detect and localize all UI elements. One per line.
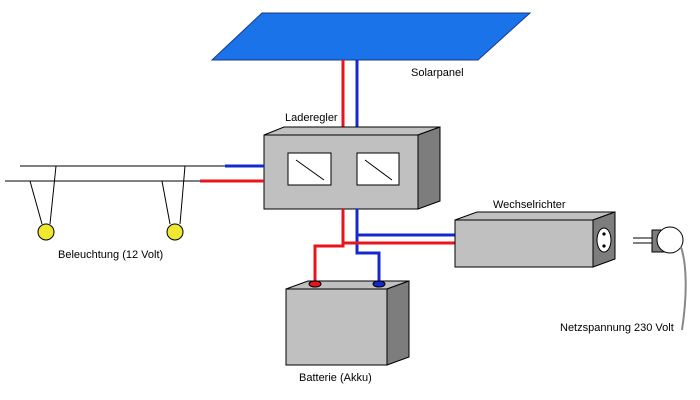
battery-label: Batterie (Akku) — [299, 372, 372, 384]
plug-icon — [633, 226, 687, 331]
inverter-front — [454, 219, 594, 268]
battery — [285, 280, 410, 366]
battery-side — [386, 280, 410, 366]
charge-controller-side — [417, 126, 441, 210]
wire-battery-negative — [355, 209, 381, 283]
charge-controller — [263, 126, 441, 210]
solar-panel-label: Solarpanel — [411, 67, 464, 79]
lighting-label: Beleuchtung (12 Volt) — [58, 249, 163, 261]
meter-right-needle — [364, 159, 393, 181]
inverter — [454, 211, 616, 268]
meter-left — [287, 152, 332, 186]
lamp-2-bulb — [166, 223, 184, 241]
mains-label: Netzspannung 230 Volt — [560, 322, 674, 334]
lamp-2 — [161, 165, 186, 241]
charge-controller-top — [263, 126, 441, 136]
meter-left-needle — [295, 159, 325, 181]
inverter-label: Wechselrichter — [493, 199, 566, 211]
battery-front — [285, 288, 388, 366]
lamp-1-bulb — [37, 223, 55, 241]
plug-cable — [680, 246, 687, 331]
inverter-top — [454, 211, 616, 221]
wire-battery-positive — [313, 209, 345, 283]
lamp-1 — [29, 165, 57, 241]
solar-panel — [210, 12, 532, 61]
battery-terminal-negative — [372, 280, 386, 288]
battery-terminal-positive — [308, 280, 322, 288]
socket-icon — [596, 227, 612, 253]
meter-right — [356, 152, 400, 186]
charge-controller-label: Laderegler — [285, 112, 338, 124]
